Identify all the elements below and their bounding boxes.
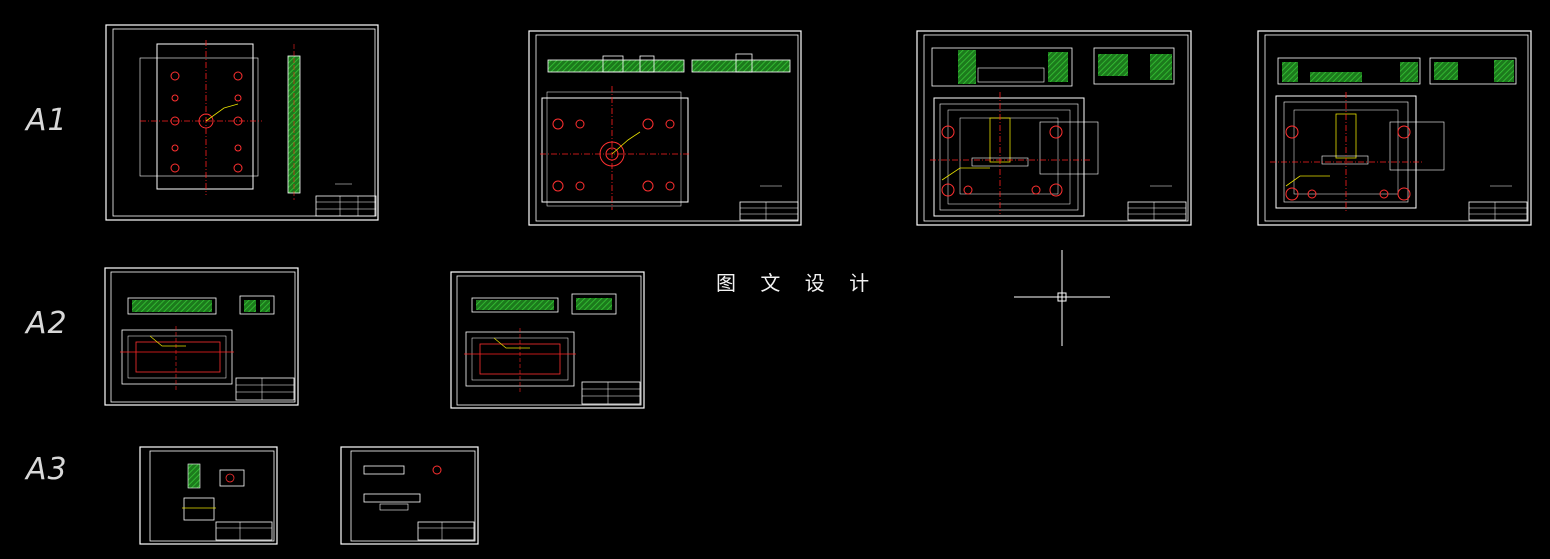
drawing-sheet-a3-2[interactable] [340, 446, 479, 545]
drawing-sheet-a1-1[interactable] [105, 24, 379, 221]
row-label-a2: A2 [24, 306, 68, 341]
watermark-banner: 图 文 设 计 [716, 271, 879, 295]
drawing-sheet-a1-2[interactable] [528, 30, 802, 226]
row-label-a1: A1 [24, 103, 68, 138]
drawing-sheet-a3-1[interactable] [139, 446, 278, 545]
drawing-sheet-a2-2[interactable] [450, 271, 645, 409]
drawing-sheet-a1-3[interactable] [916, 30, 1192, 226]
row-label-a3: A3 [24, 452, 68, 487]
drawing-sheet-a2-1[interactable] [104, 267, 299, 406]
drawing-sheet-a1-4[interactable] [1257, 30, 1532, 226]
crosshair-cursor-icon [1014, 250, 1110, 346]
